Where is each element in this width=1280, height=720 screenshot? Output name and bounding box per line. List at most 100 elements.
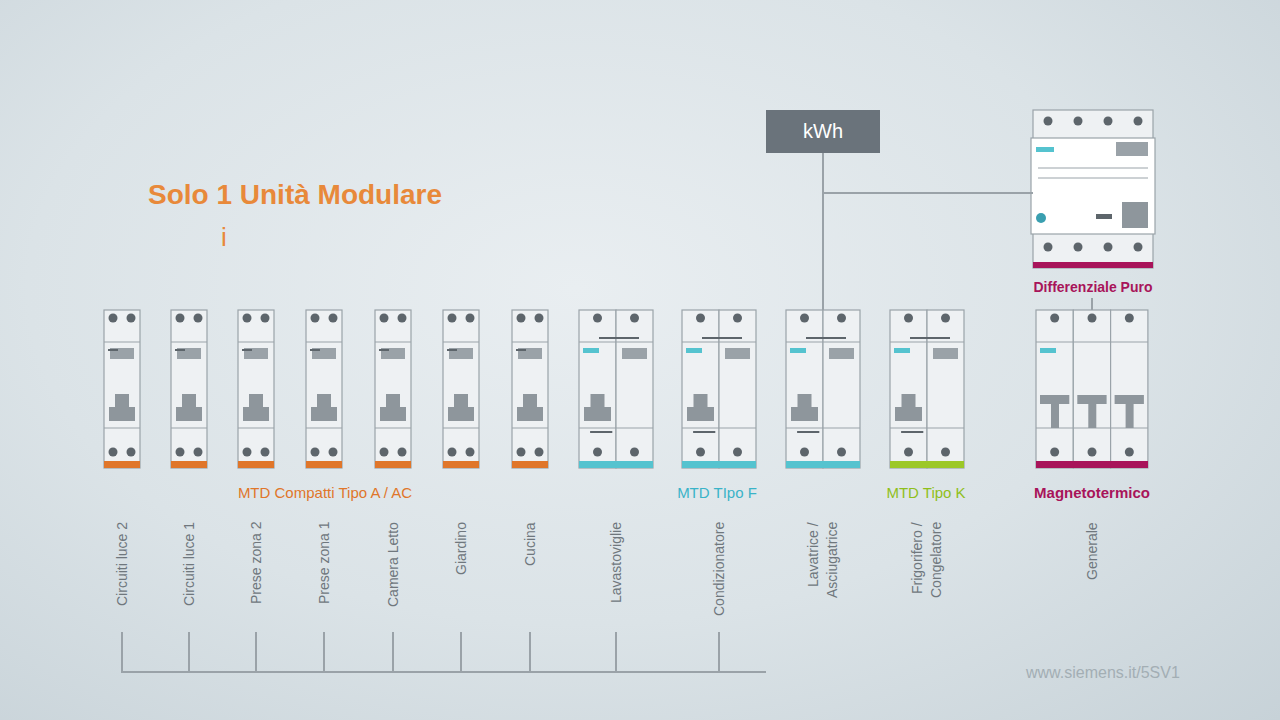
label-holder: Generale xyxy=(1036,522,1148,634)
terminal-screw xyxy=(448,448,457,457)
wire-stub xyxy=(1018,192,1033,194)
toggle-base xyxy=(109,407,135,421)
module-line xyxy=(682,342,719,343)
module-body xyxy=(238,310,274,468)
module-line xyxy=(719,428,756,429)
link-bar xyxy=(599,337,639,339)
type-bar xyxy=(512,461,548,468)
meter-label: kWh xyxy=(803,120,843,143)
module-body xyxy=(1111,310,1148,468)
toggle xyxy=(454,394,468,408)
module-line xyxy=(823,342,860,343)
terminal-screw xyxy=(1104,243,1113,252)
circuit-label: Cucina xyxy=(521,522,540,632)
module-body xyxy=(927,310,964,468)
circuit-label: Camera Letto xyxy=(384,522,403,632)
breaker-device: Circuiti luce 2 xyxy=(104,310,140,632)
link-bar xyxy=(447,349,457,351)
terminal-screw xyxy=(904,448,913,457)
module-body xyxy=(616,310,653,468)
type-bar xyxy=(306,461,342,468)
module-line xyxy=(306,342,342,343)
bus-wire xyxy=(823,153,890,193)
breaker-device: Circuiti luce 1 xyxy=(171,310,207,632)
terminal-screw xyxy=(630,448,639,457)
terminal-screw xyxy=(1050,448,1059,457)
bus-wire xyxy=(823,153,1018,193)
link-bar xyxy=(910,337,950,339)
terminal-screw xyxy=(1088,314,1097,323)
module-line xyxy=(786,342,823,343)
link-bar xyxy=(242,349,252,351)
headline: Solo 1 Unità Modulare xyxy=(148,179,442,211)
device-label: Differenziale Puro xyxy=(1018,279,1168,295)
terminal-screw xyxy=(109,448,118,457)
rccb-front xyxy=(1031,138,1155,234)
terminal-screw xyxy=(261,448,270,457)
terminal-screw xyxy=(837,314,846,323)
bus-wire xyxy=(393,632,766,672)
terminal-screw xyxy=(176,314,185,323)
module-line xyxy=(786,428,823,429)
module-line xyxy=(890,428,927,429)
bus-wire xyxy=(324,632,766,672)
terminal-screw xyxy=(733,448,742,457)
module-line xyxy=(171,428,207,429)
circuit-label: Giardino xyxy=(452,522,471,632)
link-bar xyxy=(901,431,923,433)
breaker-device: Lavatrice / Asciugatrice xyxy=(786,310,860,632)
link-bar xyxy=(379,349,389,351)
type-bar xyxy=(682,461,756,468)
terminal-screw xyxy=(1104,117,1113,126)
terminal-screw xyxy=(261,314,270,323)
circuit-label: Circuiti luce 1 xyxy=(180,522,199,632)
terminal-screw xyxy=(941,314,950,323)
circuit-label: Frigorifero / Congelatore xyxy=(908,522,946,632)
link-bar xyxy=(590,431,612,433)
terminal-screw xyxy=(176,448,185,457)
label-holder: Lavastoviglie xyxy=(579,522,653,634)
terminal-screw xyxy=(243,448,252,457)
type-bar xyxy=(579,461,653,468)
module-line xyxy=(579,428,616,429)
toggle-base xyxy=(243,407,269,421)
link-bar xyxy=(175,349,185,351)
group-label: Magnetotermico xyxy=(1034,484,1150,501)
label-holder: Condizionatore xyxy=(682,522,756,634)
terminal-screw xyxy=(194,314,203,323)
circuit-label: Circuiti luce 2 xyxy=(113,522,132,632)
terminal-screw xyxy=(311,448,320,457)
circuit-label: Lavatrice / Asciugatrice xyxy=(804,522,842,632)
module-line xyxy=(512,342,548,343)
rating-plate xyxy=(725,348,750,359)
terminal-screw xyxy=(380,314,389,323)
bus-wire xyxy=(1091,298,1093,310)
toggle xyxy=(591,394,605,408)
bus-wire xyxy=(719,632,766,672)
bus-wire xyxy=(530,632,766,672)
toggle-base xyxy=(791,407,818,421)
module-line xyxy=(682,428,719,429)
terminal-screw xyxy=(329,448,338,457)
circuit-label: Lavastoviglie xyxy=(607,522,626,632)
toggle-base xyxy=(687,407,714,421)
test-button xyxy=(1036,213,1046,223)
toggle xyxy=(386,394,400,408)
label-holder: Prese zona 2 xyxy=(238,522,274,634)
link-bar xyxy=(806,337,846,339)
module-line xyxy=(719,342,756,343)
toggle-base xyxy=(895,407,922,421)
terminal-screw xyxy=(800,448,809,457)
toggle xyxy=(182,394,196,408)
breaker-device: Prese zona 2 xyxy=(238,310,274,632)
breaker-device: Camera Letto xyxy=(375,310,411,632)
toggle xyxy=(317,394,331,408)
module-body xyxy=(443,310,479,468)
terminal-screw xyxy=(1074,117,1083,126)
terminal-screw xyxy=(448,314,457,323)
terminal-screw xyxy=(593,314,602,323)
test-mark xyxy=(1036,147,1054,152)
module-line xyxy=(375,342,411,343)
type-bar xyxy=(1033,262,1153,268)
terminal-screw xyxy=(904,314,913,323)
